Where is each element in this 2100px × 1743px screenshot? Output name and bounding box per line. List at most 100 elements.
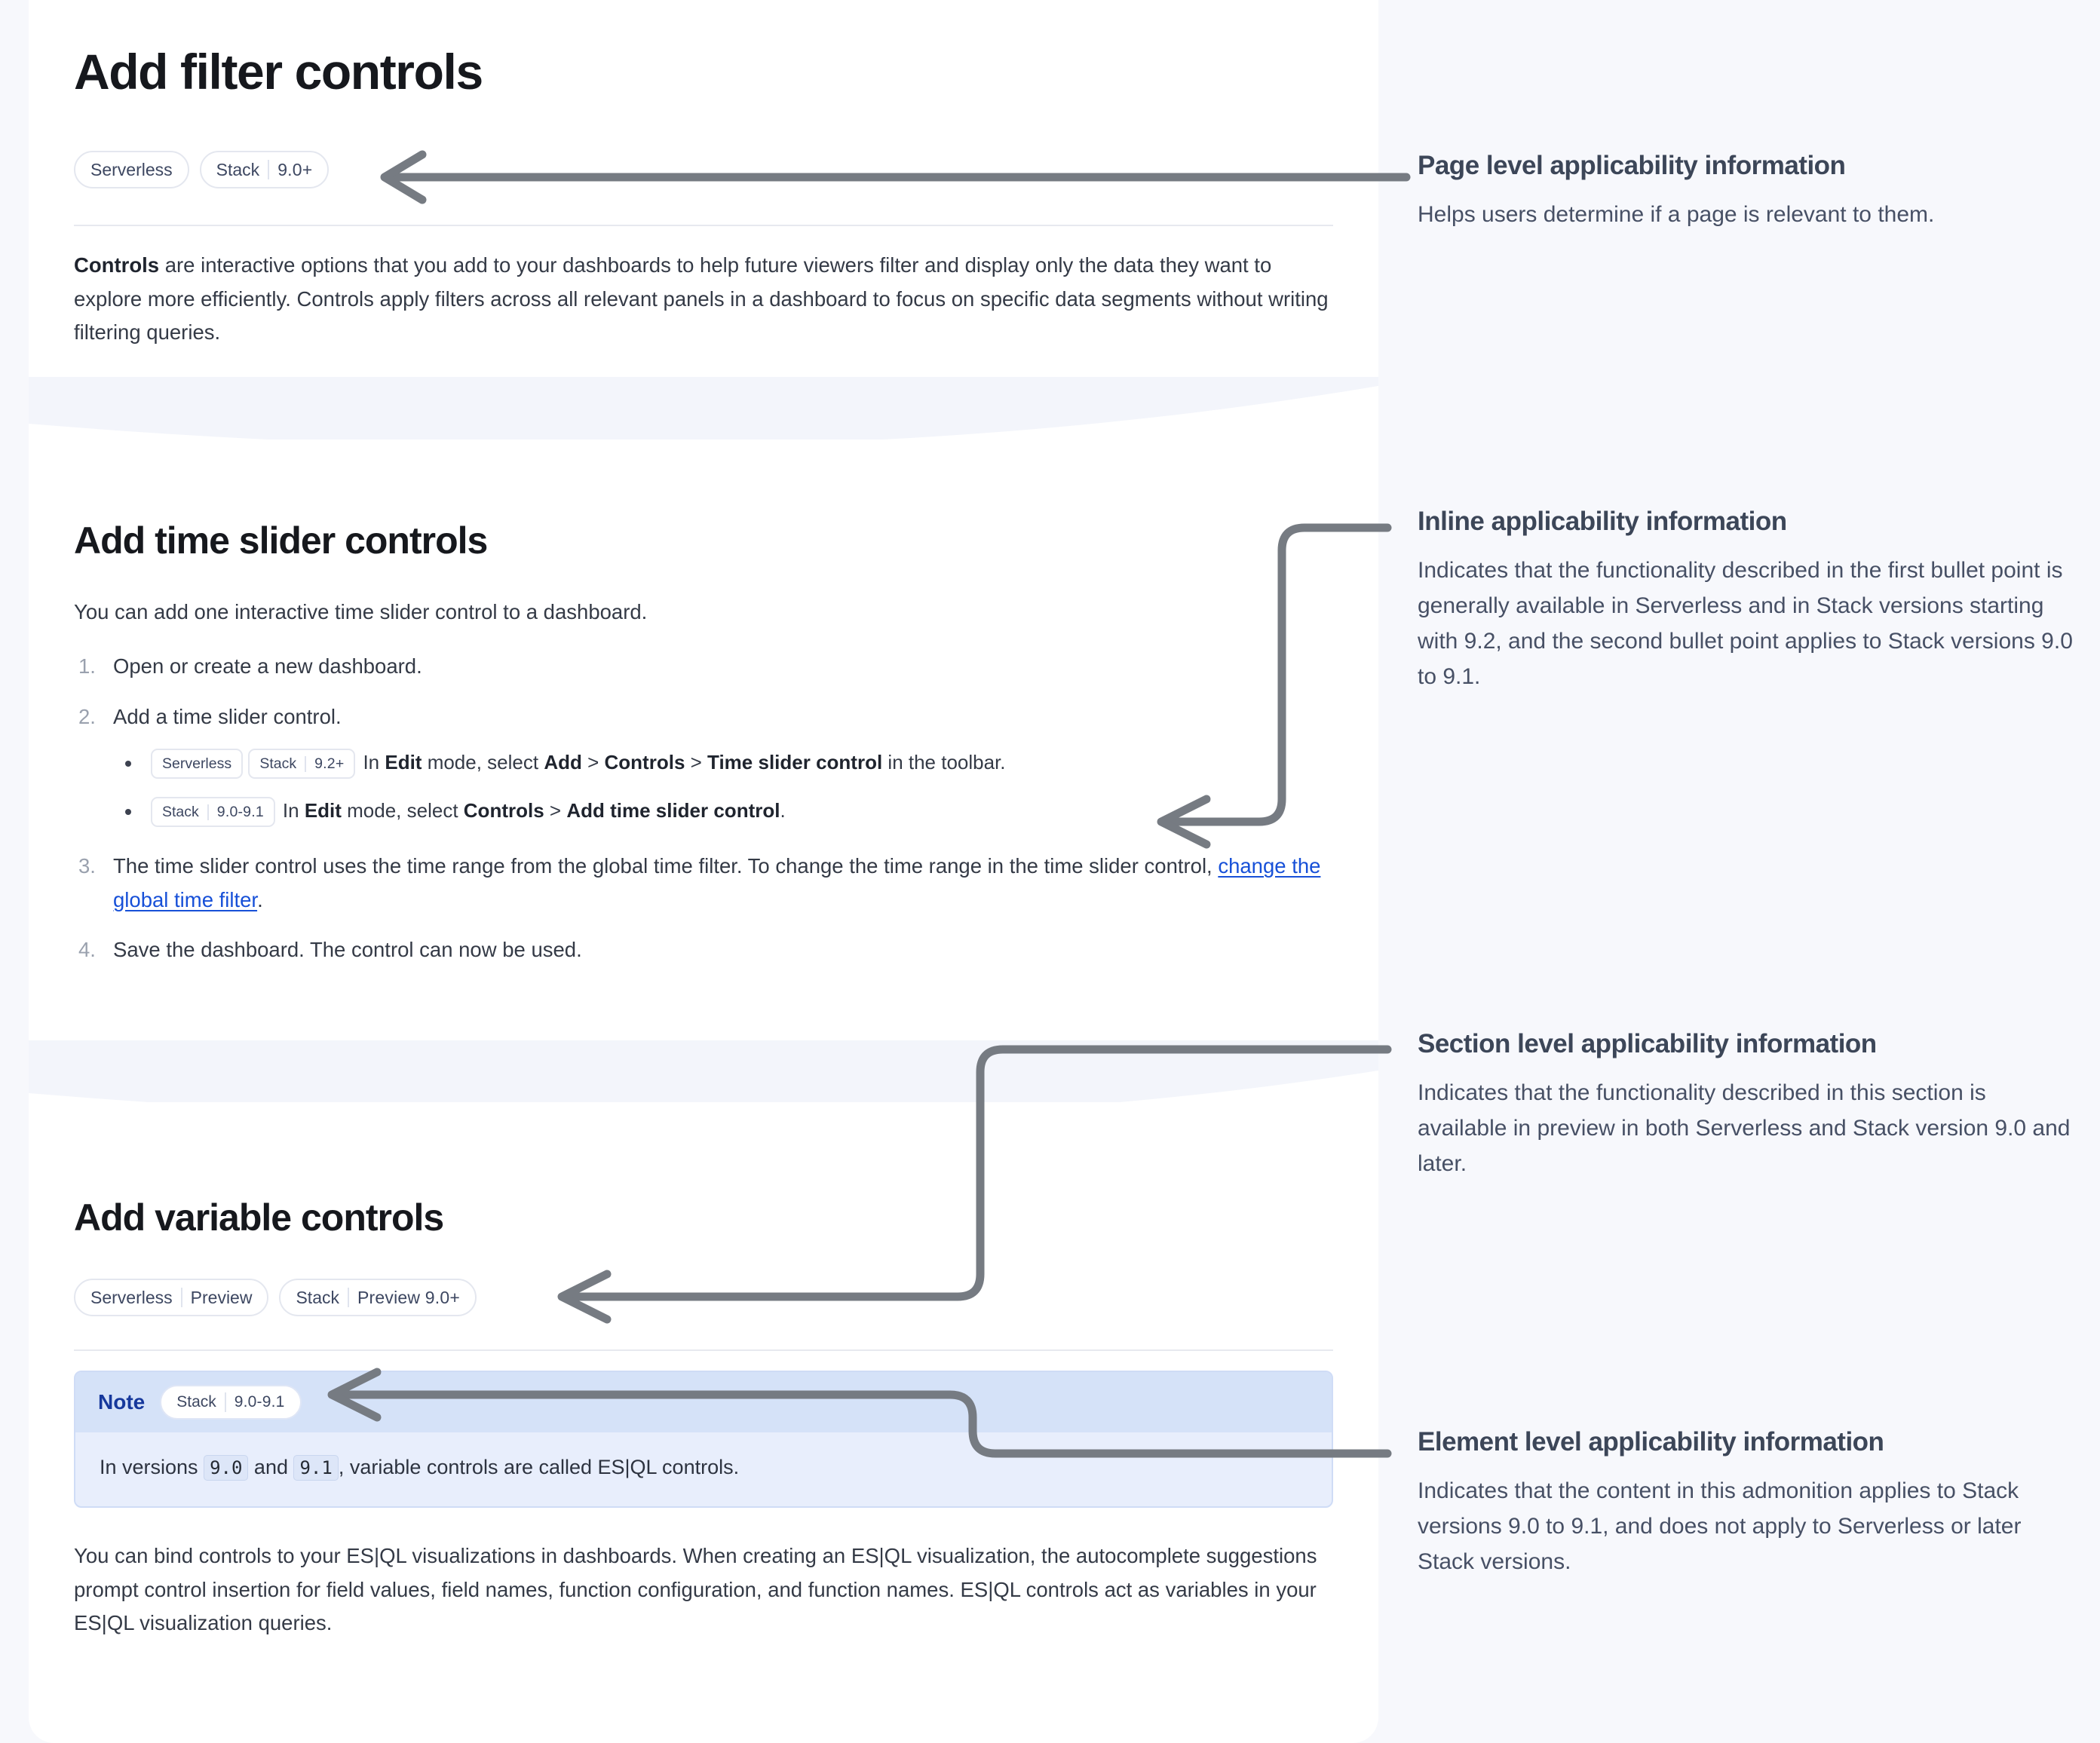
- annotation-title: Page level applicability information: [1418, 151, 1846, 180]
- variable-heading-wrap: Add variable controls: [74, 1197, 1333, 1239]
- section-heading-time-slider: Add time slider controls: [74, 519, 488, 562]
- inline-code-9-0: 9.0: [204, 1455, 249, 1481]
- txt: mode, select: [422, 751, 544, 774]
- sub-bullet-item: Stack 9.0-9.1 In Edit mode, select Contr…: [113, 795, 1333, 828]
- section-divider: [74, 1349, 1333, 1351]
- txt: >: [685, 751, 708, 774]
- txt: in the toolbar.: [882, 751, 1006, 774]
- annotation-element-level: Element level applicability information …: [1418, 1427, 2077, 1580]
- time-slider-intro-wrap: You can add one interactive time slider …: [74, 596, 1333, 630]
- txt: In: [363, 751, 385, 774]
- step-2-sub-bullets: Serverless Stack 9.2+ In Edit mode, sele…: [113, 747, 1333, 828]
- intro-lead-term: Controls: [74, 253, 160, 277]
- txt-bold: Edit: [385, 751, 422, 774]
- badge-segment-version: 9.0-9.1: [216, 803, 264, 820]
- badge-divider: [207, 804, 209, 820]
- time-slider-heading-wrap: Add time slider controls: [74, 520, 1333, 562]
- section-heading-variable-controls: Add variable controls: [74, 1196, 444, 1239]
- page-title: Add filter controls: [74, 44, 483, 100]
- badge-segment-label: Serverless: [162, 755, 232, 772]
- badge-serverless-preview[interactable]: Serverless Preview: [74, 1279, 269, 1316]
- badge-segment-label: Serverless: [90, 1287, 173, 1307]
- txt-bold: Controls: [463, 799, 544, 822]
- step-item-1: Open or create a new dashboard.: [74, 650, 1333, 684]
- intro-rest: are interactive options that you add to …: [74, 253, 1329, 345]
- note-badge-stack-9-0-9-1[interactable]: Stack 9.0-9.1: [160, 1385, 302, 1420]
- badge-divider: [268, 160, 270, 179]
- time-slider-steps-wrap: Open or create a new dashboard. Add a ti…: [74, 650, 1333, 984]
- txt: mode, select: [341, 799, 464, 822]
- annotation-title: Inline applicability information: [1418, 507, 1787, 536]
- inline-badge-serverless[interactable]: Serverless: [151, 749, 244, 780]
- txt-bold: Add time slider control: [566, 799, 780, 822]
- badge-segment-label: Stack: [176, 1393, 216, 1411]
- step-text: Open or create a new dashboard.: [113, 654, 422, 678]
- note-text: and: [248, 1456, 294, 1478]
- badge-segment-label: Stack: [162, 803, 199, 820]
- step-item-3: The time slider control uses the time ra…: [74, 850, 1333, 917]
- txt-bold: Edit: [304, 799, 342, 822]
- intro-card: [29, 0, 1378, 411]
- badge-segment-lifecycle-version: Preview 9.0+: [357, 1287, 460, 1307]
- badge-divider: [224, 1392, 226, 1412]
- documentation-preview: Add filter controls Serverless Stack 9.0…: [29, 0, 1378, 1743]
- page-header-block: Add filter controls: [29, 44, 1378, 100]
- note-text: , variable controls are called ES|QL con…: [338, 1456, 740, 1478]
- intro-paragraph: Controls are interactive options that yo…: [74, 249, 1333, 350]
- sub-bullet-text: In Edit mode, select Add > Controls > Ti…: [363, 751, 1005, 773]
- badge-stack-preview-9-0-plus[interactable]: Stack Preview 9.0+: [279, 1279, 477, 1316]
- intro-paragraph-wrap: Controls are interactive options that yo…: [74, 249, 1333, 350]
- inline-code-9-1: 9.1: [293, 1455, 339, 1481]
- note-label: Note: [98, 1390, 146, 1414]
- badge-divider: [305, 755, 307, 772]
- badge-segment-version: 9.0-9.1: [234, 1393, 285, 1411]
- txt-bold: Time slider control: [707, 751, 883, 774]
- global-time-filter-link[interactable]: change the global time filter: [113, 854, 1321, 911]
- annotation-body: Indicates that the functionality describ…: [1418, 558, 2073, 689]
- section-applicability-badges: Serverless Preview Stack Preview 9.0+: [74, 1279, 477, 1316]
- badge-segment-label: Stack: [216, 159, 260, 179]
- annotation-inline-level: Inline applicability information Indicat…: [1418, 507, 2077, 694]
- txt: .: [780, 799, 786, 822]
- badge-segment-label: Serverless: [90, 159, 173, 179]
- sub-bullet-text: In Edit mode, select Controls > Add time…: [283, 799, 786, 822]
- badge-segment-lifecycle: Preview: [190, 1287, 253, 1307]
- time-slider-step-list: Open or create a new dashboard. Add a ti…: [74, 650, 1333, 967]
- step-text-before-link: The time slider control uses the time ra…: [113, 854, 1219, 878]
- txt-bold: Controls: [604, 751, 685, 774]
- page-applicability-badges: Serverless Stack 9.0+: [74, 151, 330, 188]
- badge-stack-9-0-plus[interactable]: Stack 9.0+: [199, 151, 330, 188]
- inline-badge-stack-9-0-9-1[interactable]: Stack 9.0-9.1: [151, 797, 275, 828]
- txt: >: [544, 799, 567, 822]
- note-admonition: Note Stack 9.0-9.1 In versions 9.0 and 9…: [74, 1371, 1333, 1508]
- step-item-2: Add a time slider control. Serverless St…: [74, 700, 1333, 828]
- annotation-page-level: Page level applicability information Hel…: [1418, 151, 2077, 233]
- annotation-body: Indicates that the content in this admon…: [1418, 1478, 2022, 1574]
- badge-segment-version: 9.0+: [277, 159, 313, 179]
- annotation-column: Page level applicability information Hel…: [1386, 0, 2100, 1714]
- annotation-section-level: Section level applicability information …: [1418, 1029, 2077, 1182]
- txt: In: [282, 799, 305, 822]
- badge-segment-label: Stack: [296, 1287, 339, 1307]
- annotation-body: Indicates that the functionality describ…: [1418, 1080, 2071, 1176]
- note-body: In versions 9.0 and 9.1, variable contro…: [75, 1432, 1332, 1506]
- inline-badge-stack-9-2-plus[interactable]: Stack 9.2+: [248, 749, 356, 780]
- header-divider: [74, 225, 1333, 226]
- variable-paragraph: You can bind controls to your ES|QL visu…: [74, 1544, 1317, 1635]
- badge-divider: [348, 1288, 349, 1307]
- badge-segment-version: 9.2+: [314, 755, 345, 772]
- time-slider-intro: You can add one interactive time slider …: [74, 600, 648, 623]
- note-text: In versions: [100, 1456, 204, 1478]
- badge-serverless[interactable]: Serverless: [74, 151, 189, 188]
- txt: >: [581, 751, 605, 774]
- txt-bold: Add: [544, 751, 582, 774]
- note-header: Note Stack 9.0-9.1: [75, 1372, 1332, 1432]
- badge-segment-label: Stack: [259, 755, 297, 772]
- step-item-4: Save the dashboard. The control can now …: [74, 933, 1333, 967]
- step-text: Add a time slider control.: [113, 704, 342, 728]
- step-text-after-link: .: [257, 887, 263, 911]
- sub-bullet-item: Serverless Stack 9.2+ In Edit mode, sele…: [113, 747, 1333, 780]
- badge-divider: [180, 1288, 182, 1307]
- variable-paragraph-wrap: You can bind controls to your ES|QL visu…: [74, 1539, 1333, 1640]
- step-text: Save the dashboard. The control can now …: [113, 938, 582, 962]
